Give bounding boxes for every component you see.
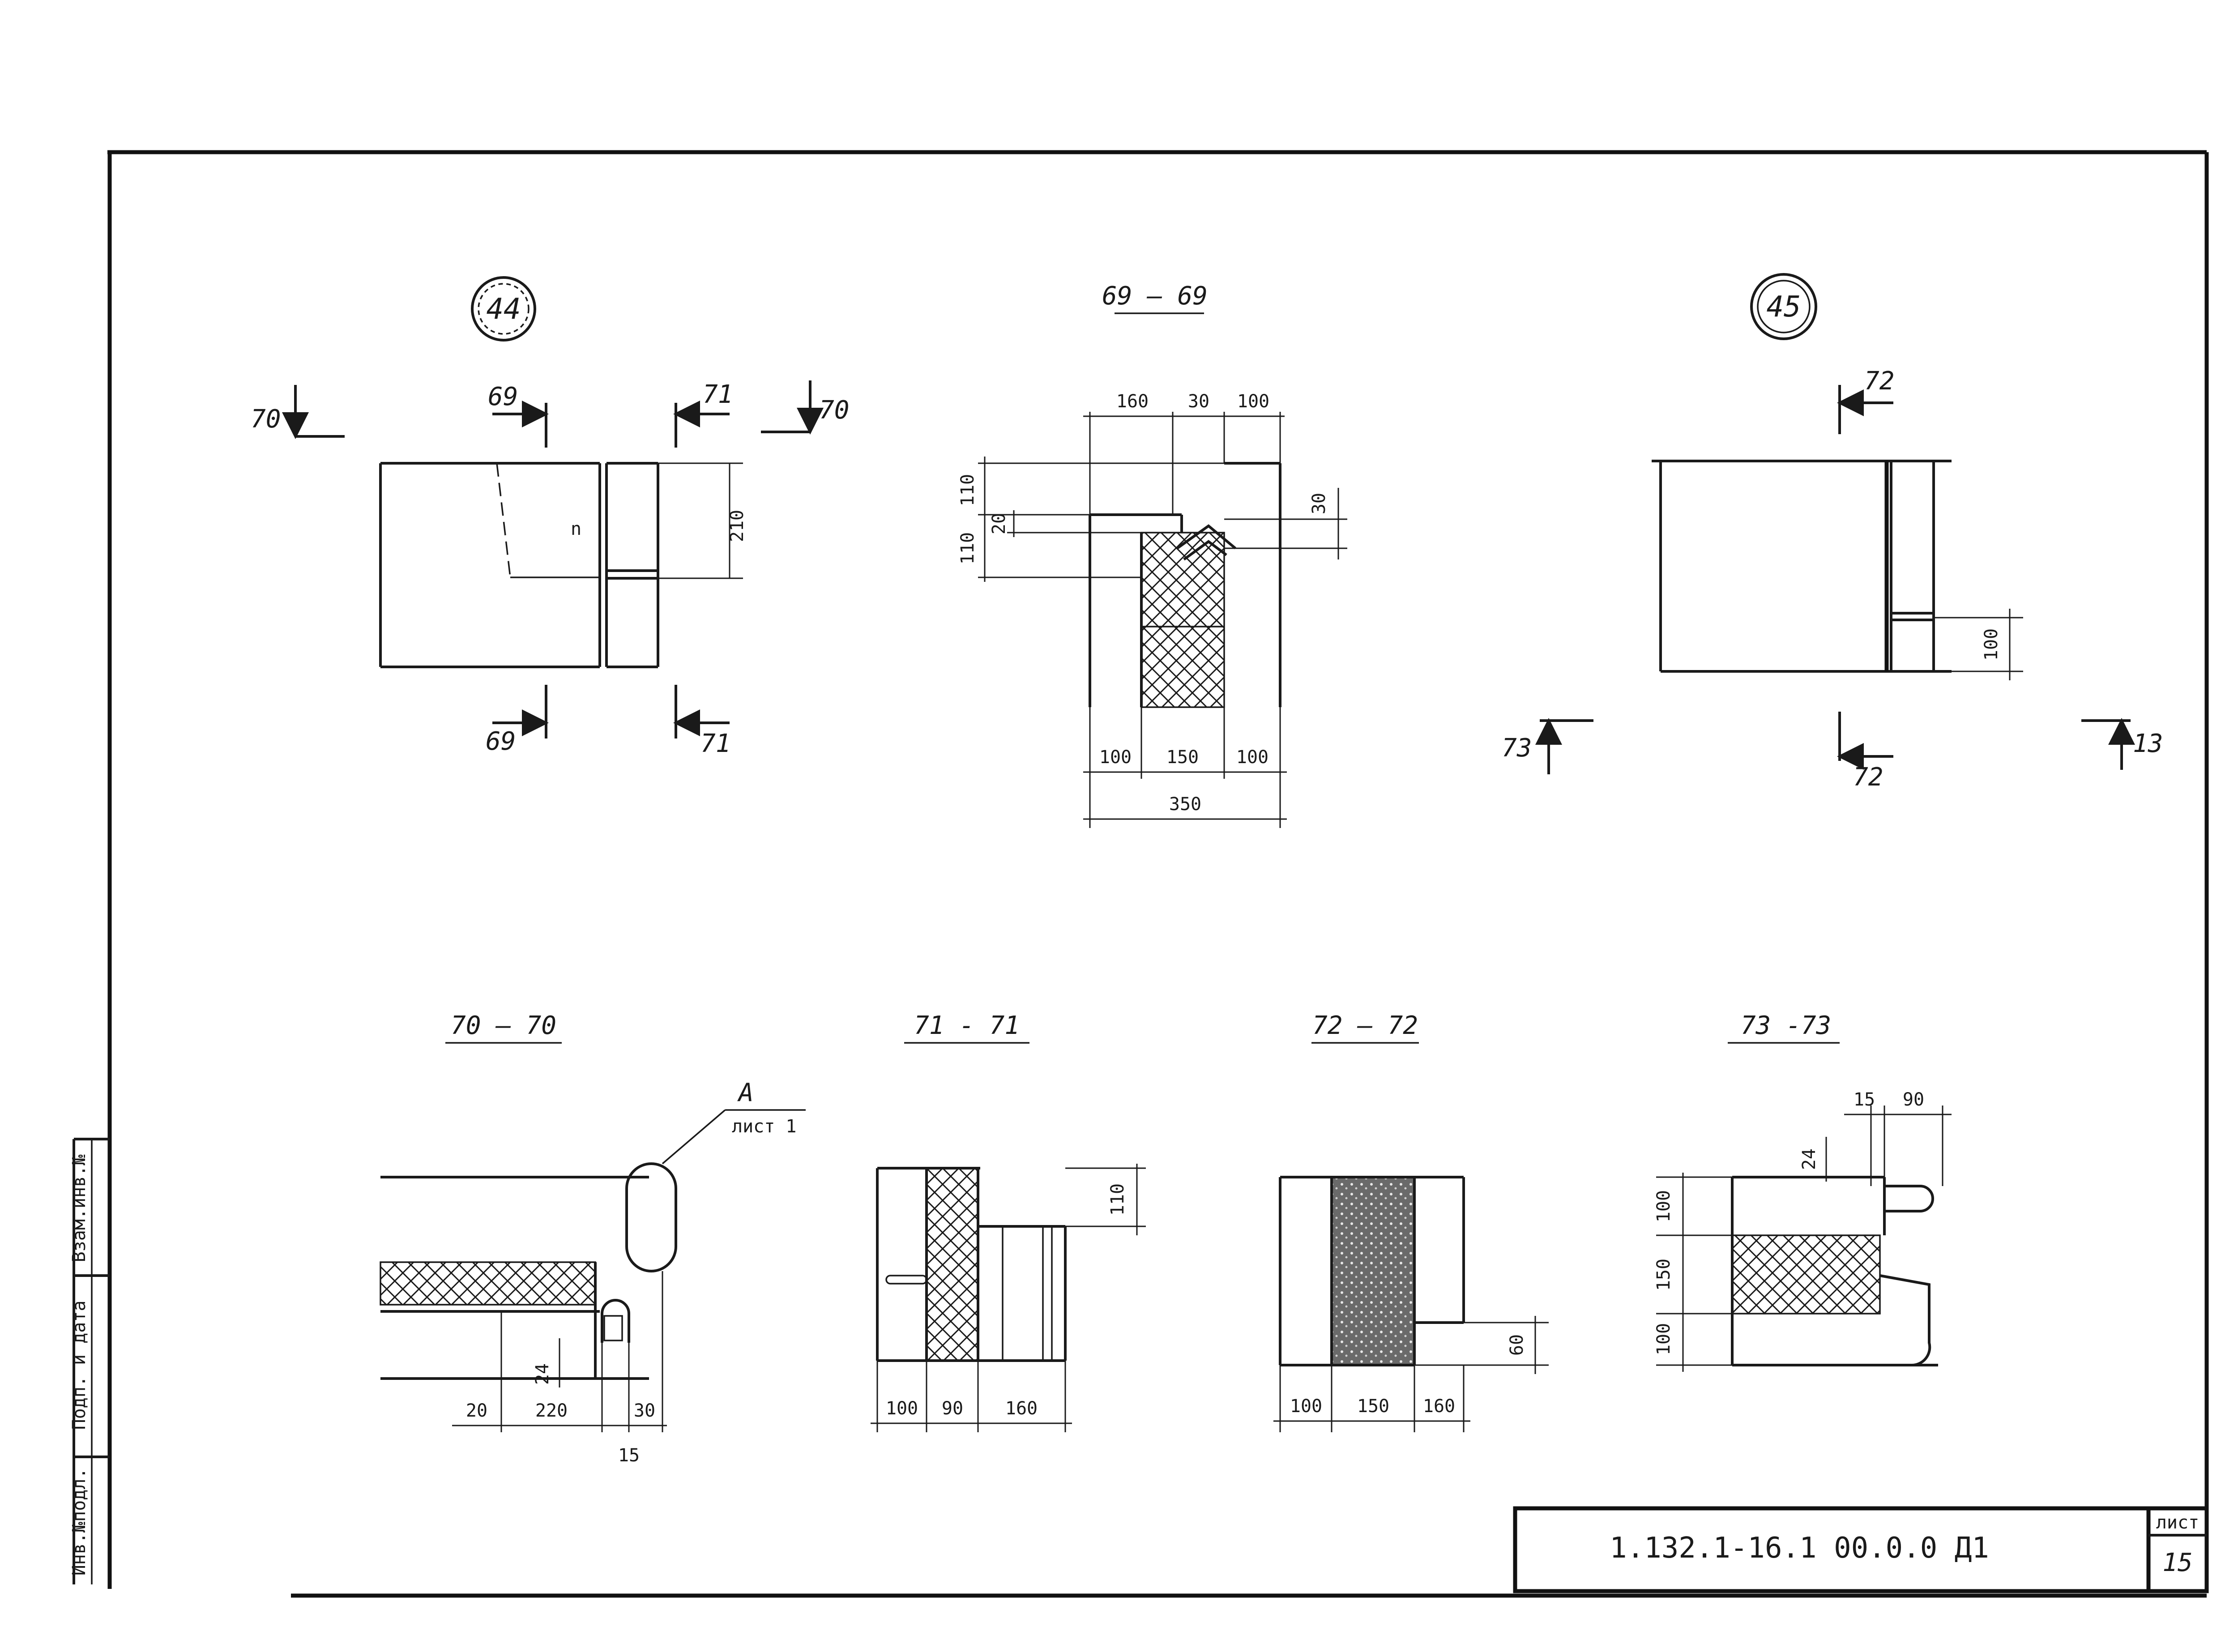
- section-70-insulation-b: [501, 1262, 595, 1305]
- s69-dim-top-30: 30: [1188, 391, 1209, 412]
- s72-dim-150: 150: [1357, 1396, 1389, 1417]
- section-70-70: 70 — 70 A лист 1 20 220 30 15 24: [380, 1011, 806, 1466]
- section-72-72: 72 — 72 60 100 150 160: [1273, 1011, 1549, 1432]
- s71-dim-110: 110: [1107, 1183, 1128, 1216]
- s71-dim-160: 160: [1005, 1398, 1038, 1419]
- s70-dim-15: 15: [618, 1445, 640, 1466]
- section-70-callout-a: [625, 1162, 677, 1272]
- section-71-title: 71 - 71: [914, 1011, 1020, 1040]
- cut-72-bottom-label: 72: [1853, 763, 1883, 792]
- cut-71-bottom-label: 71: [700, 729, 730, 758]
- cut-70-right-label: 70: [819, 396, 849, 425]
- s70-dim-20: 20: [466, 1400, 487, 1421]
- cut-70-left-label: 70: [251, 405, 281, 434]
- detail-45-callout-circle: [1750, 273, 1817, 340]
- s73-dim-100b: 100: [1653, 1323, 1674, 1355]
- s73-dim-150: 150: [1653, 1259, 1674, 1291]
- detail-44: 44 n 210 70 70 69 69: [251, 276, 849, 758]
- section-72-insulation: [1332, 1177, 1414, 1365]
- section-69-69: 69 — 69 160 30 100 110 20 110: [957, 282, 1347, 828]
- detail-45-number: 45: [1766, 290, 1801, 324]
- s70-dim-220: 220: [535, 1400, 568, 1421]
- section-70-leader-sheet: лист 1: [732, 1116, 797, 1137]
- title-block-sheet-number: 15: [2162, 1548, 2192, 1577]
- s73-dim-90: 90: [1903, 1089, 1924, 1110]
- s70-dim-30: 30: [634, 1400, 655, 1421]
- title-block-code: 1.132.1-16.1 00.0.0 Д1: [1610, 1532, 1989, 1565]
- s69-dim-bot-100a: 100: [1099, 747, 1132, 768]
- s71-dim-90: 90: [942, 1398, 963, 1419]
- s73-dim-15: 15: [1854, 1089, 1875, 1110]
- cut-73-left-label: 73: [1502, 734, 1532, 763]
- sheet-frame: [107, 150, 2209, 1598]
- detail-44-dim-210: 210: [727, 510, 747, 542]
- title-block-sheet-label: лист: [2156, 1512, 2199, 1533]
- s69-dim-top-160: 160: [1116, 391, 1149, 412]
- side-stamp-col2: Подп. и дата: [69, 1301, 90, 1430]
- s69-dim-bot-150: 150: [1166, 747, 1199, 768]
- s72-dim-100: 100: [1290, 1396, 1322, 1417]
- s69-dim-left-20: 20: [989, 513, 1009, 534]
- detail-45-dim-100: 100: [1981, 628, 2002, 661]
- s69-dim-left-110b: 110: [957, 532, 978, 564]
- section-69-title: 69 — 69: [1102, 282, 1208, 311]
- title-block: 1.132.1-16.1 00.0.0 Д1 лист 15: [1513, 1506, 2209, 1593]
- s69-dim-total-350: 350: [1169, 794, 1201, 815]
- section-73-title: 73 -73: [1741, 1011, 1831, 1040]
- side-stamp-col3: Инв.№подл.: [69, 1468, 90, 1576]
- s69-dim-top-100: 100: [1237, 391, 1269, 412]
- s69-dim-right-30: 30: [1309, 493, 1329, 514]
- detail-44-callout-circle: [471, 276, 536, 341]
- cut-69-top-label: 69: [488, 382, 518, 411]
- section-69-insulation: [1141, 533, 1224, 707]
- side-stamp: Взам.инв.№ Подп. и дата Инв.№подл.: [69, 1138, 110, 1584]
- section-73-insulation: [1732, 1235, 1880, 1314]
- cut-69-bottom-label: 69: [486, 727, 516, 756]
- section-71-71: 71 - 71 110 100 90 160: [871, 1011, 1146, 1432]
- detail-44-mark-n: n: [571, 519, 581, 539]
- section-72-title: 72 — 72: [1312, 1011, 1418, 1040]
- cut-72-top-label: 72: [1864, 367, 1894, 396]
- s73-dim-100a: 100: [1653, 1190, 1674, 1222]
- section-70-leader-a: A: [737, 1078, 754, 1107]
- s69-dim-bot-100b: 100: [1236, 747, 1268, 768]
- s69-dim-left-110a: 110: [957, 474, 978, 506]
- s72-dim-60: 60: [1507, 1334, 1527, 1356]
- cut-73-right-label: 13: [2133, 729, 2163, 758]
- detail-44-number: 44: [486, 293, 521, 326]
- s72-dim-160: 160: [1423, 1396, 1455, 1417]
- cut-71-top-label: 71: [703, 380, 733, 409]
- section-71-insulation: [927, 1168, 978, 1361]
- s70-dim-24: 24: [532, 1363, 553, 1385]
- section-73-73: 73 -73 15 90 24 100 150 100: [1653, 1011, 1952, 1372]
- section-70-title: 70 — 70: [451, 1011, 556, 1040]
- detail-45: 45 100 72 72 73 13: [1502, 273, 2163, 792]
- section-70-insulation-a: [380, 1262, 501, 1305]
- s73-dim-24: 24: [1799, 1148, 1819, 1170]
- side-stamp-col1: Взам.инв.№: [69, 1155, 90, 1263]
- s71-dim-100: 100: [886, 1398, 918, 1419]
